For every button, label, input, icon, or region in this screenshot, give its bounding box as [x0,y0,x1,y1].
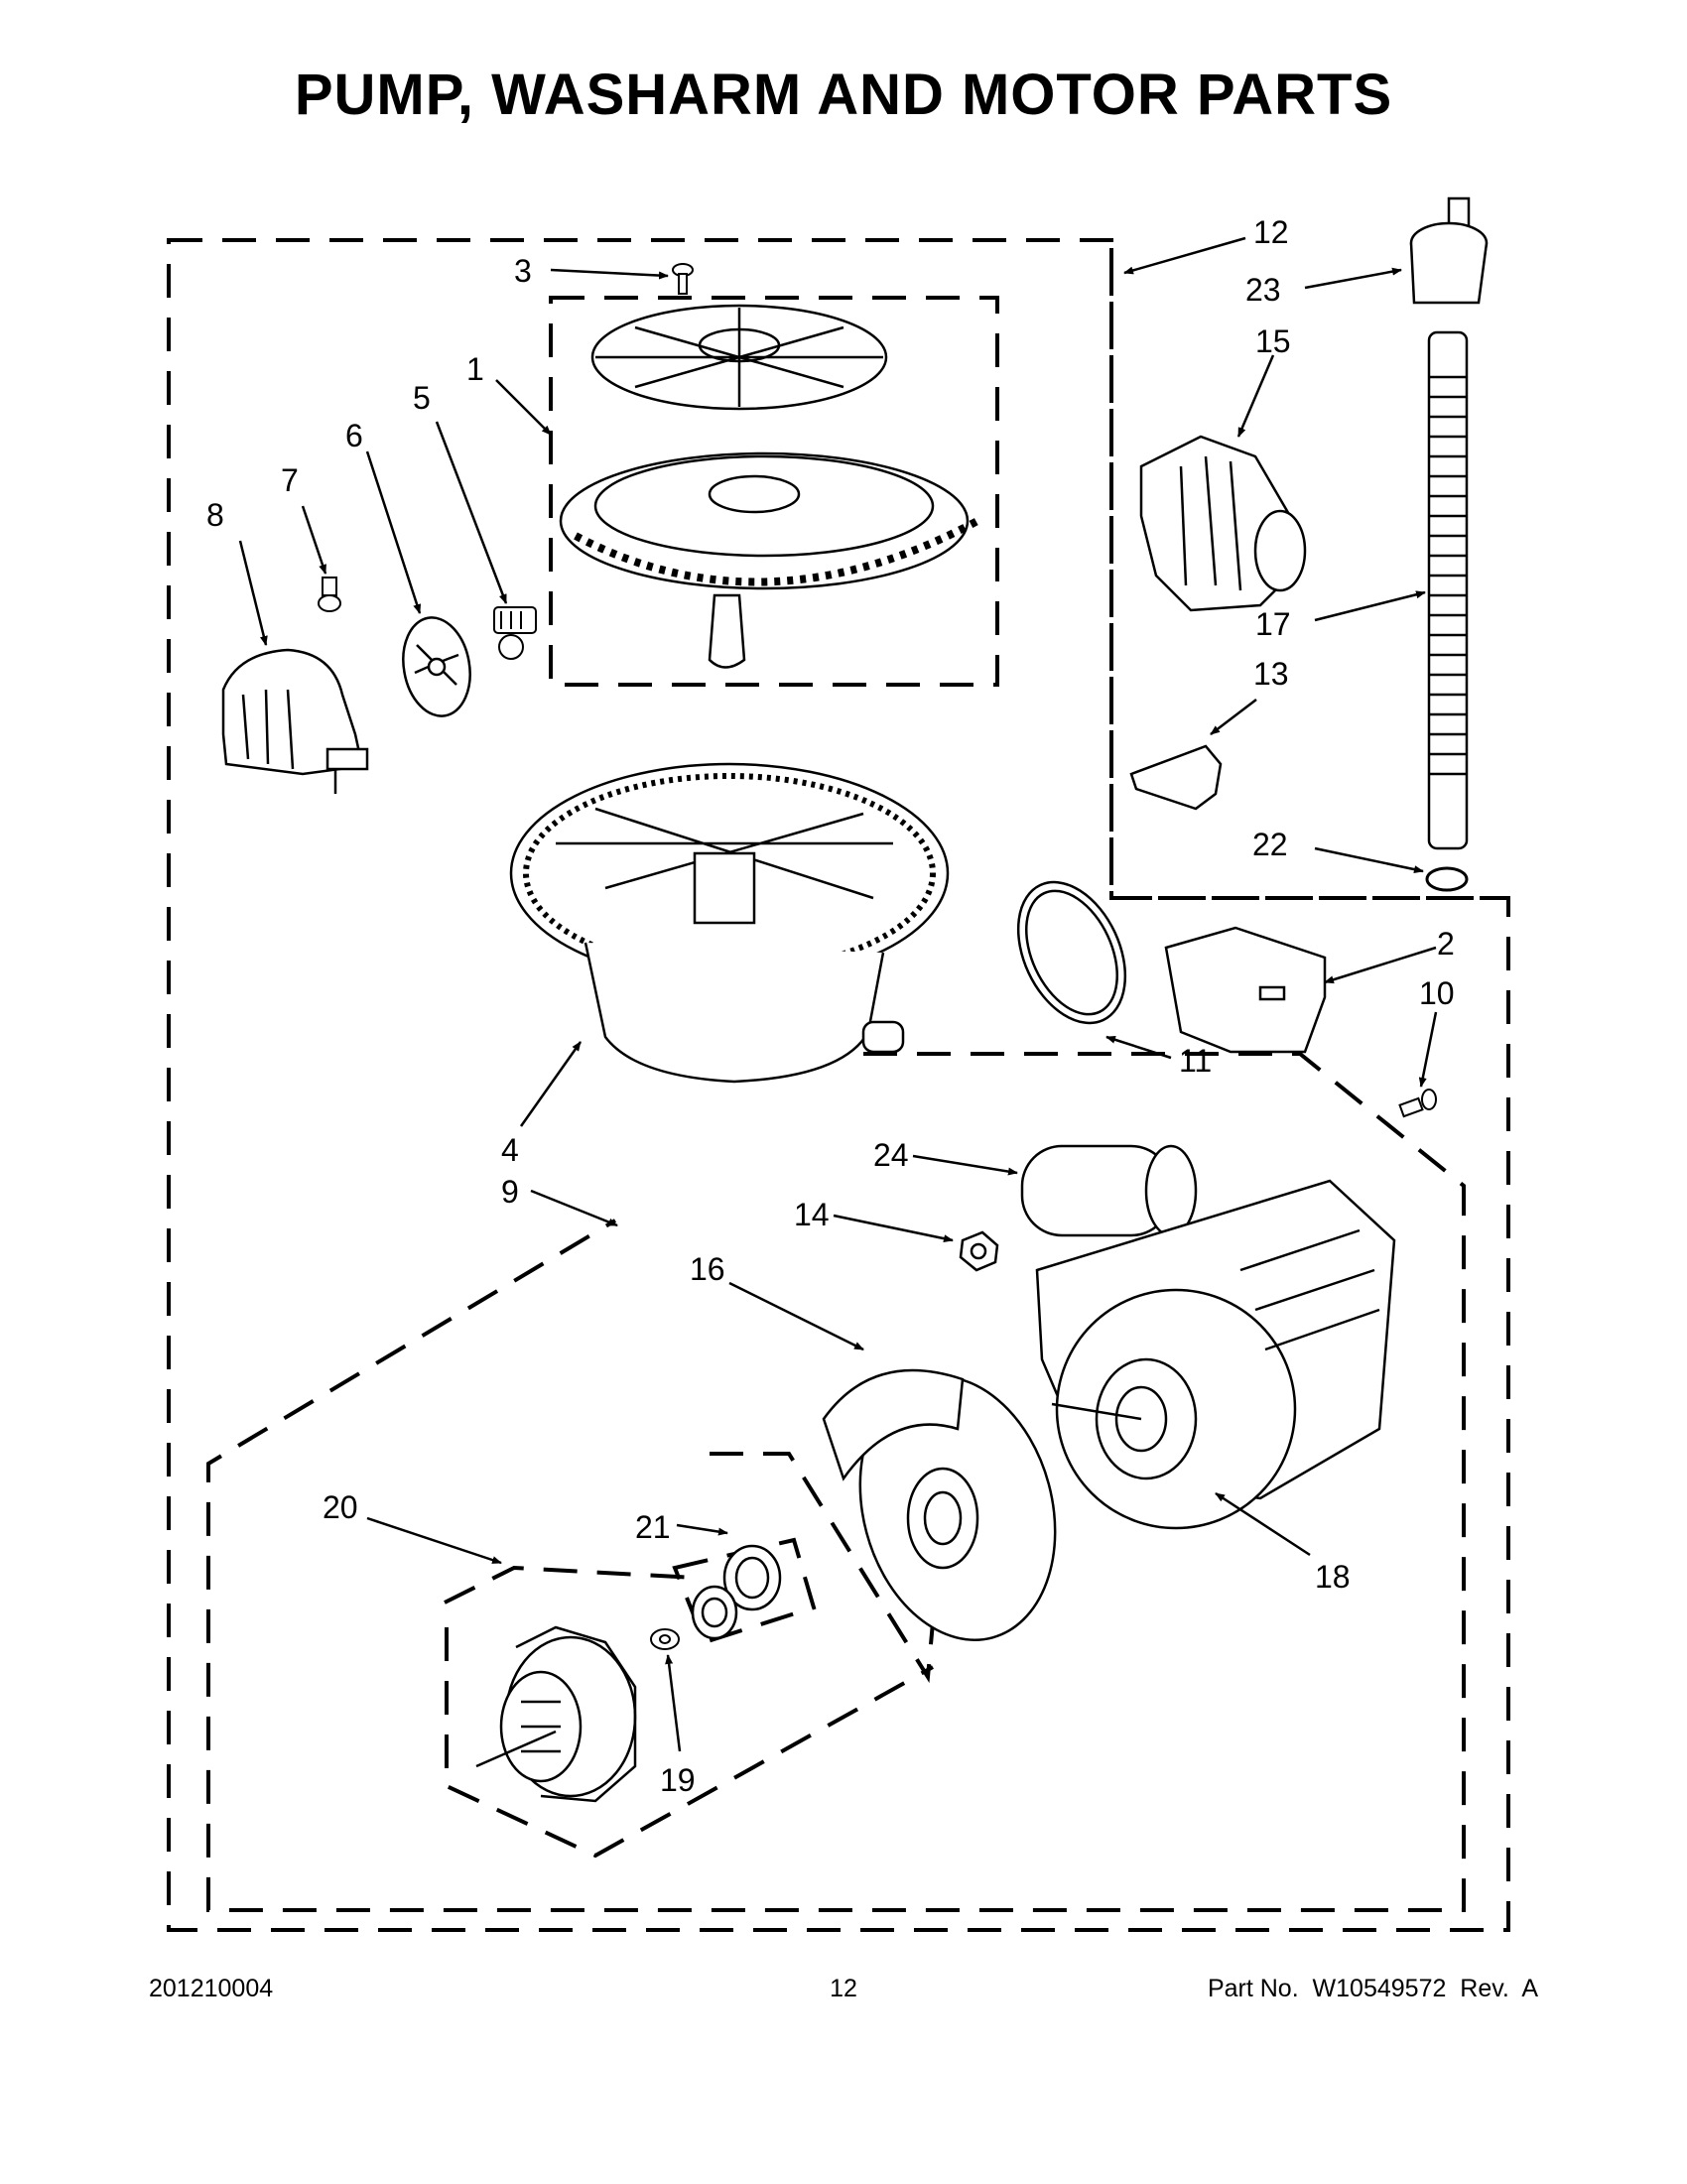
diverter-motor-icon [1139,435,1307,612]
seal-ring-icon [1016,880,1127,1025]
clip-icon [493,606,537,660]
callout-2: 2 [1437,926,1455,962]
callout-10: 10 [1419,975,1455,1011]
callout-15: 15 [1255,323,1291,359]
callout-13: 13 [1253,656,1289,692]
deflector-icon [1164,926,1327,1054]
callout-20: 20 [323,1489,358,1525]
callout-3: 3 [514,253,532,289]
pump-cover-icon [475,1625,637,1803]
callout-7: 7 [281,462,299,498]
callout-17: 17 [1255,606,1291,642]
callout-21: 21 [635,1509,671,1545]
seal-icon [691,1544,782,1640]
callout-22: 22 [1252,827,1288,862]
screw-icon-10 [1398,1089,1437,1118]
nut-icon [959,1230,999,1272]
callout-11: 11 [1179,1043,1212,1079]
clamp-icon [1425,866,1469,892]
bracket-icon [1129,744,1223,811]
footer-part-number: Part No. W10549572 Rev. A [1207,1975,1538,2002]
callout-14: 14 [794,1197,830,1232]
motor-group-border [206,1052,1466,1912]
hose-icon [1427,330,1469,850]
screw-icon [672,263,694,295]
callout-5: 5 [413,380,431,416]
washarm-group-border [549,296,999,687]
callout-4: 4 [501,1132,519,1168]
washer-icon [650,1628,680,1650]
callout-19: 19 [660,1762,696,1798]
screw-small-icon [318,577,341,612]
callout-8: 8 [206,497,224,533]
callout-9: 9 [501,1174,519,1210]
page-title: PUMP, WASHARM AND MOTOR PARTS [294,63,1393,127]
callout-24: 24 [873,1137,909,1173]
callout-16: 16 [690,1251,725,1287]
footer-date-code: 201210004 [149,1975,274,2002]
callout-12: 12 [1253,214,1289,250]
hose-group-border [1109,248,1508,900]
callout-18: 18 [1315,1559,1351,1595]
motor-icon [1020,1144,1396,1530]
pump-cover-group-border [444,1565,934,1859]
pump-housing-icon [822,1368,1057,1641]
footer-page-number: 12 [830,1975,857,2002]
callout-1: 1 [466,351,484,387]
impeller-icon [402,616,471,717]
callout-6: 6 [345,418,363,453]
filter-housing-icon [221,648,369,794]
sensor-icon [1409,196,1489,305]
callout-23: 23 [1245,272,1281,308]
washarm-icon [559,304,979,669]
sump-icon [509,762,950,1084]
